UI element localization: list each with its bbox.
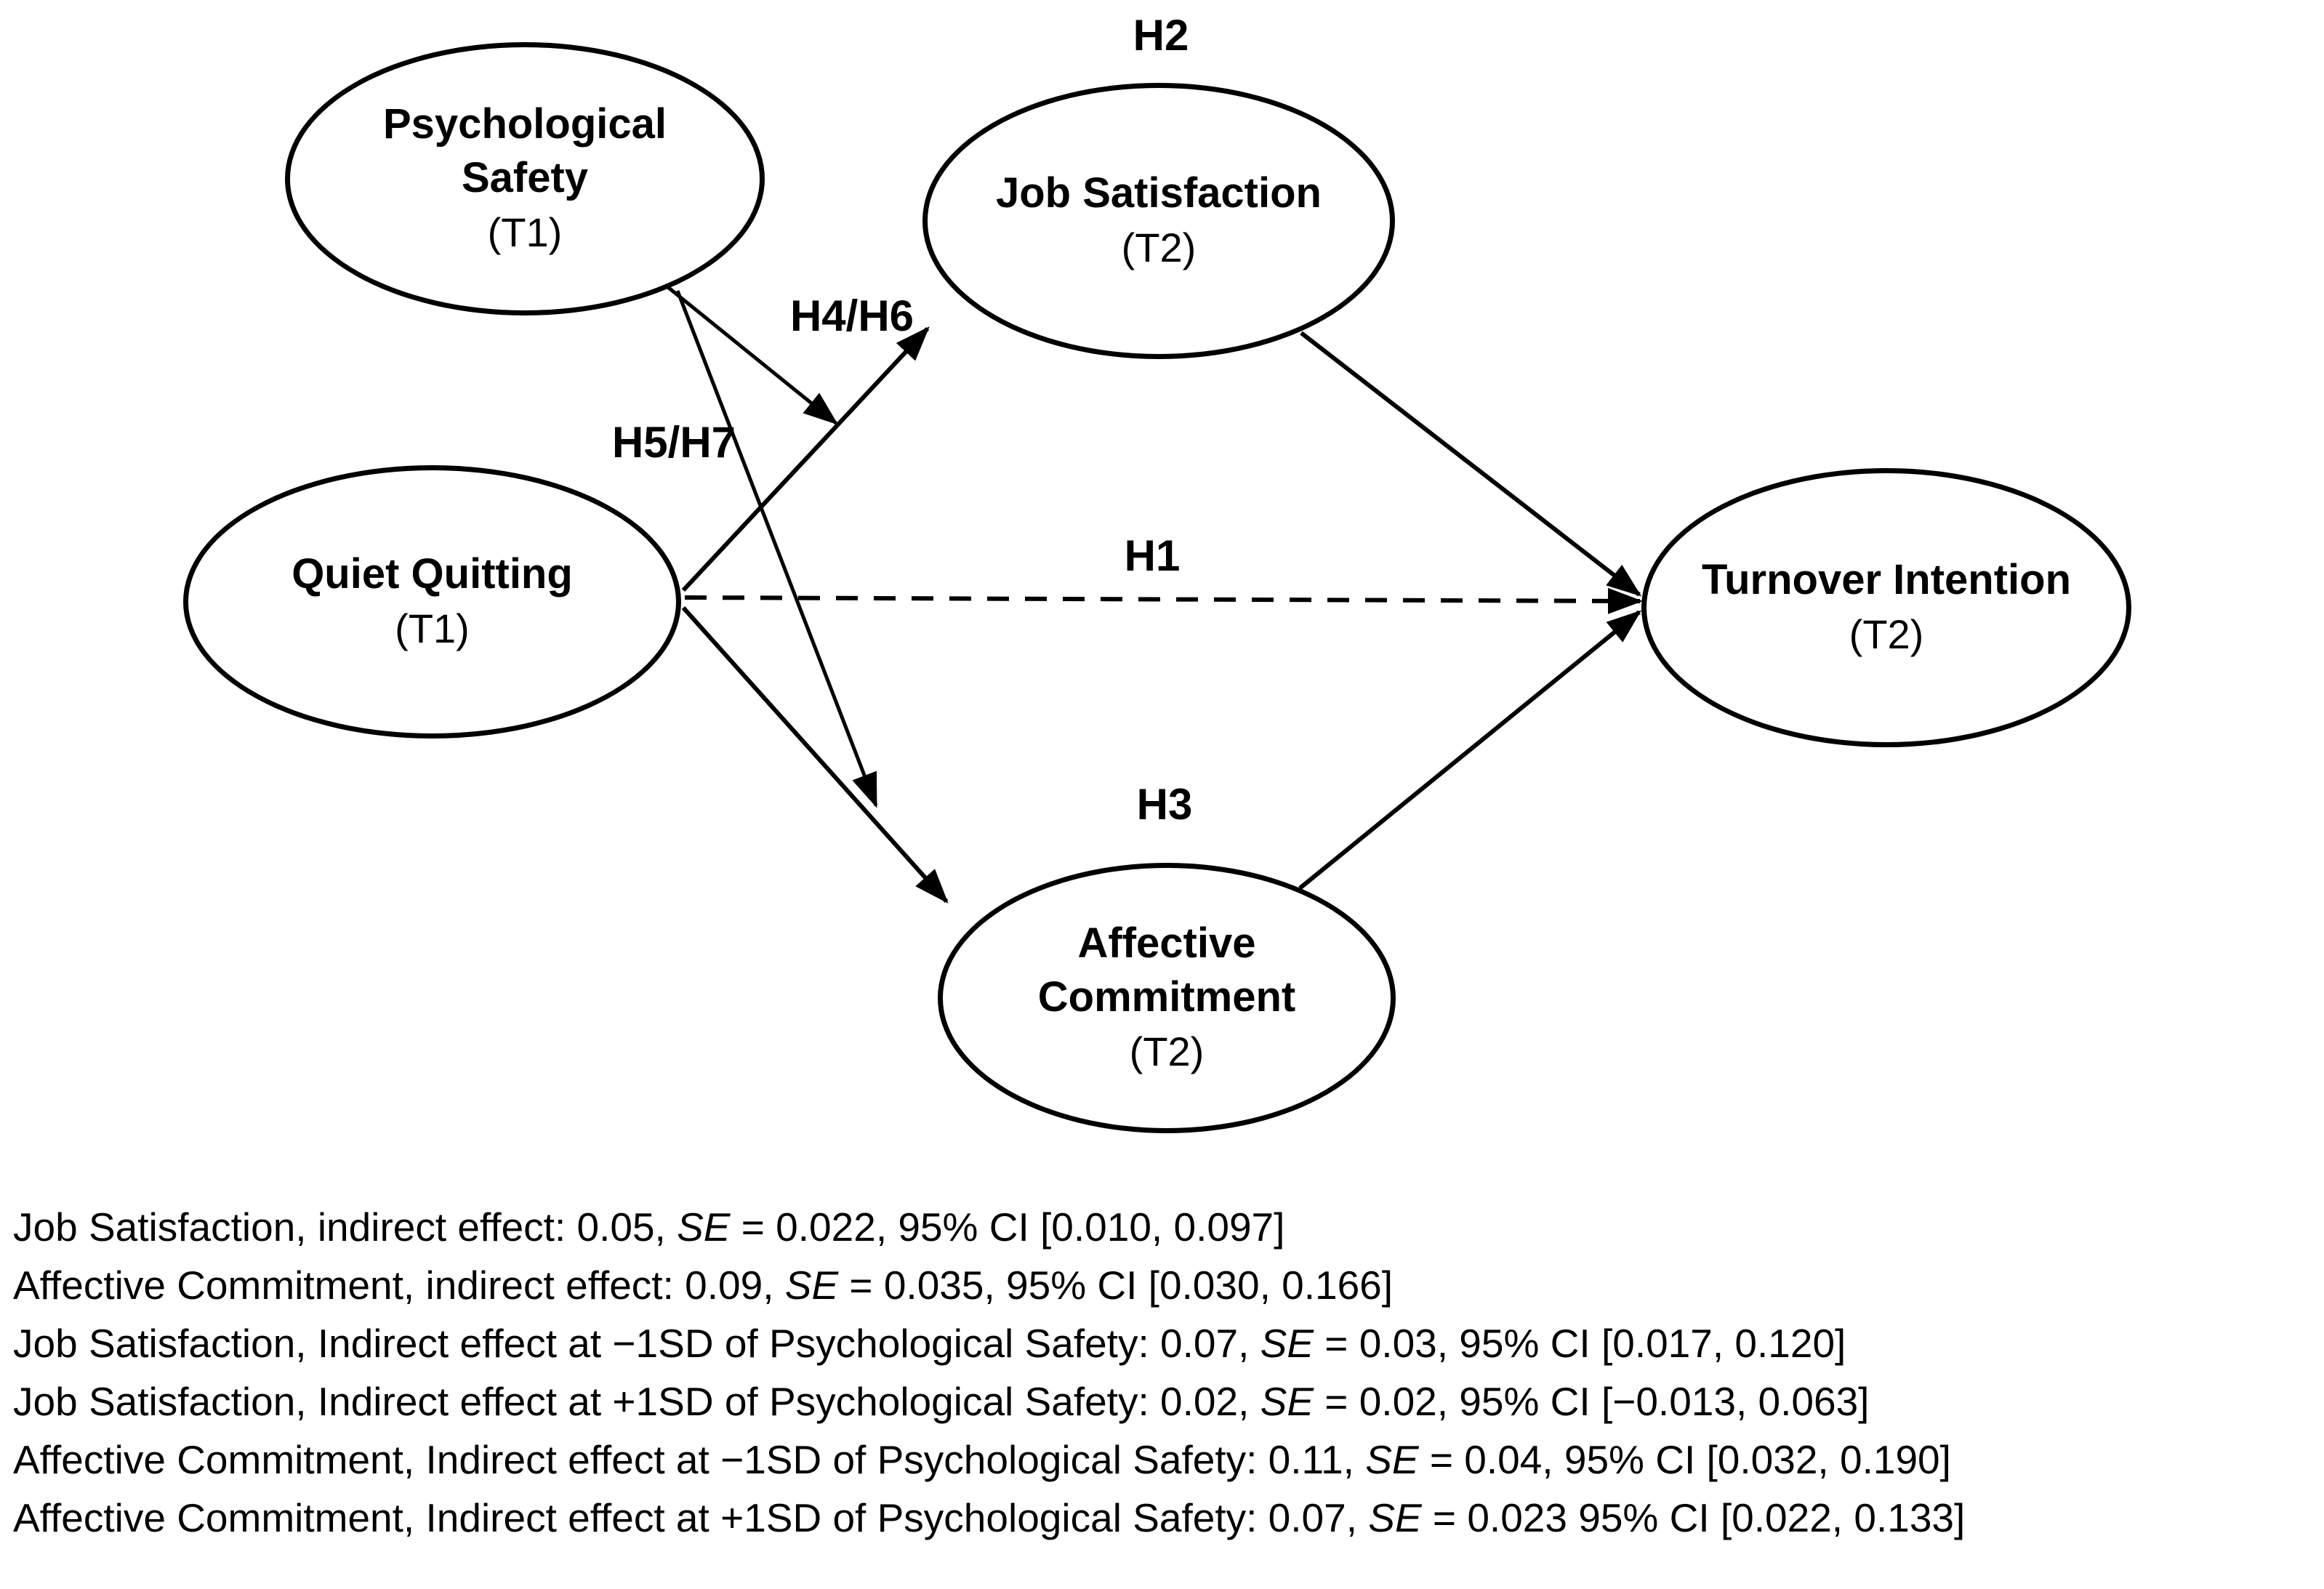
arrow-quiet-quitting-to-turnover-intention-dashed <box>684 587 1643 614</box>
footnote-line: Affective Commitment, Indirect effect at… <box>13 1437 1951 1482</box>
path-label-h2: H2 <box>1133 11 1189 60</box>
node-quiet-quitting: Quiet Quitting (T1) <box>183 465 681 739</box>
arrow-psychological-safety-moderation-h5h7 <box>675 290 878 808</box>
footnote-line: Affective Commitment, Indirect effect at… <box>13 1495 1966 1540</box>
path-label-h4-h6: H4/H6 <box>789 291 914 340</box>
node-affective-commitment: Affective Commitment (T2) <box>938 863 1396 1133</box>
node-quiet-quitting-label: Quiet Quitting <box>291 550 573 598</box>
arrow-quiet-quitting-to-affective-commitment <box>681 606 949 904</box>
node-job-satisfaction-time: (T2) <box>1121 225 1197 271</box>
footnote-line: Job Satisfaction, Indirect effect at −1S… <box>13 1321 1846 1366</box>
path-label-h1: H1 <box>1124 531 1181 580</box>
node-turnover-intention: Turnover Intention (T2) <box>1641 468 2131 747</box>
footnote-block: Job Satisfaction, indirect effect: 0.05,… <box>13 1198 2317 1547</box>
node-psychological-safety-label: Psychological Safety <box>382 100 667 202</box>
node-job-satisfaction-label: Job Satisfaction <box>996 169 1322 217</box>
path-label-h3: H3 <box>1136 780 1193 829</box>
node-turnover-intention-label: Turnover Intention <box>1701 556 2071 604</box>
arrow-affective-commitment-to-turnover-intention <box>1298 610 1642 890</box>
node-affective-commitment-label: Affective Commitment <box>1037 919 1296 1021</box>
footnote-line: Job Satisfaction, indirect effect: 0.05,… <box>13 1204 1285 1250</box>
node-psychological-safety: Psychological Safety (T1) <box>285 42 765 315</box>
node-psychological-safety-time: (T1) <box>487 209 563 256</box>
node-quiet-quitting-time: (T1) <box>395 606 470 652</box>
footnote-line: Job Satisfaction, Indirect effect at +1S… <box>13 1379 1870 1424</box>
footnote-line: Affective Commitment, indirect effect: 0… <box>13 1263 1394 1308</box>
node-affective-commitment-time: (T2) <box>1129 1029 1205 1075</box>
arrow-job-satisfaction-to-turnover-intention <box>1300 331 1642 597</box>
node-job-satisfaction: Job Satisfaction (T2) <box>922 83 1395 359</box>
node-turnover-intention-time: (T2) <box>1849 611 1924 658</box>
path-label-h5-h7: H5/H7 <box>611 418 736 467</box>
